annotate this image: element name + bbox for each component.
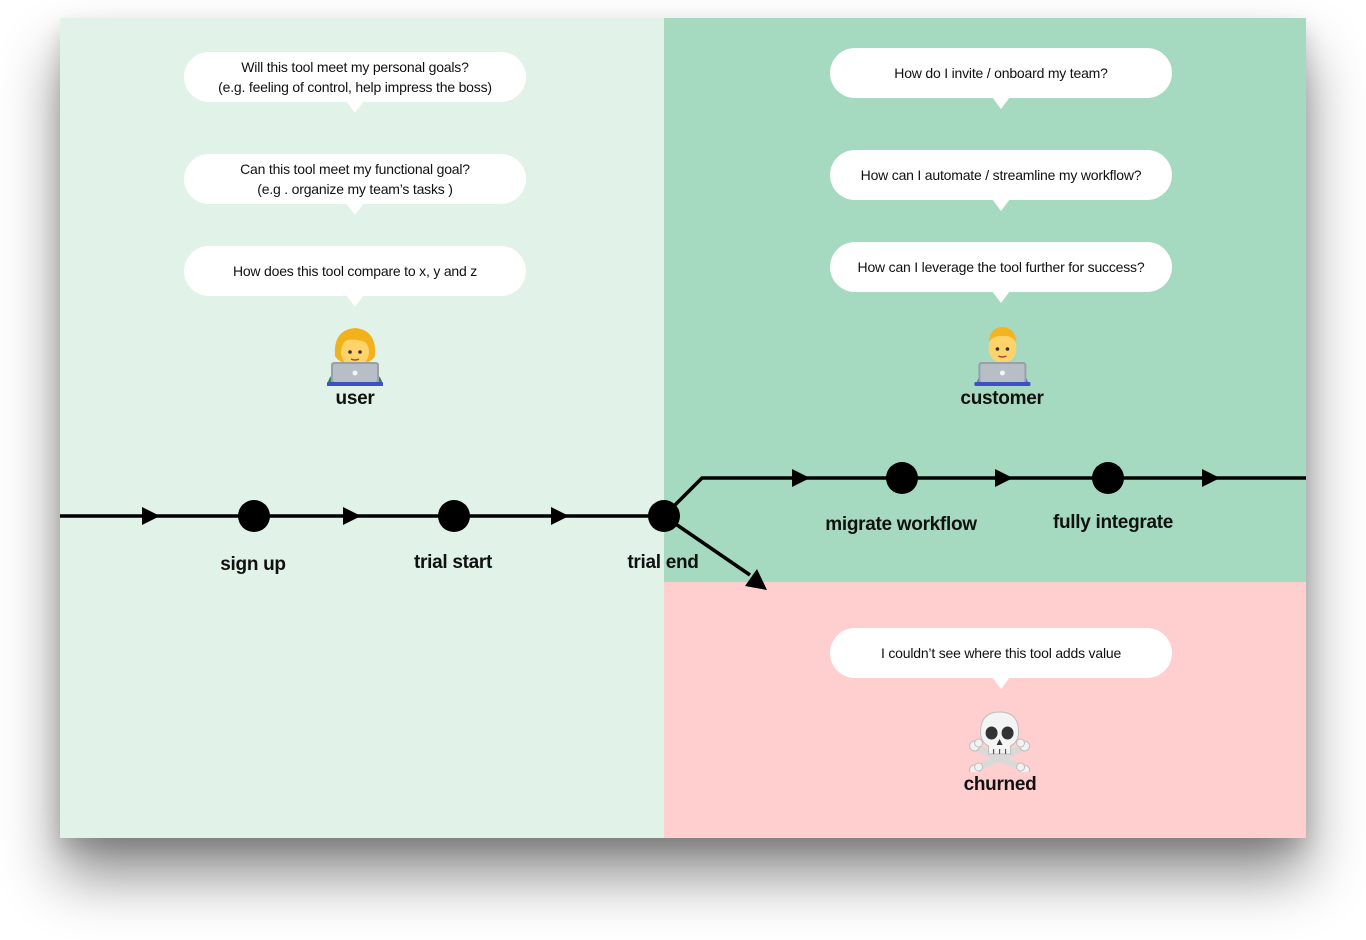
- journey-flow: [60, 462, 1306, 590]
- speech-bubble-compare: How does this tool compare to x, y and z: [184, 246, 526, 307]
- node-trial-start: [438, 500, 470, 532]
- persona-label-churned: churned: [963, 774, 1037, 795]
- bubble-text: How can I leverage the tool further for …: [857, 259, 1145, 275]
- churn-arrowhead: [745, 569, 767, 590]
- arrowhead: [1202, 469, 1220, 487]
- churned-zone: [664, 582, 1306, 838]
- stage-label-trial-end: trial end: [627, 552, 699, 573]
- man-technologist-icon: [973, 327, 1030, 386]
- arrowhead: [995, 469, 1013, 487]
- arrowhead: [792, 469, 810, 487]
- node-fully-integrate: [1092, 462, 1124, 494]
- bubble-text: (e.g. feeling of control, help impress t…: [218, 79, 492, 95]
- node-sign-up: [238, 500, 270, 532]
- speech-bubble-personal-goals: Will this tool meet my personal goals? (…: [184, 52, 526, 113]
- stage-label-sign-up: sign up: [220, 554, 286, 575]
- persona-label-customer: customer: [960, 388, 1044, 409]
- arrowhead: [343, 507, 361, 525]
- stage-label-migrate-workflow: migrate workflow: [825, 514, 977, 535]
- persona-label-user: user: [335, 388, 375, 409]
- bubble-text: Will this tool meet my personal goals?: [241, 59, 469, 75]
- journey-diagram: Will this tool meet my personal goals? (…: [60, 18, 1306, 838]
- bubble-text: How does this tool compare to x, y and z: [232, 263, 478, 279]
- skull-crossbones-icon: [969, 711, 1031, 772]
- bubble-text: (e.g . organize my team’s tasks ): [257, 181, 453, 197]
- node-migrate-workflow: [886, 462, 918, 494]
- speech-bubble-invite: How do I invite / onboard my team?: [830, 48, 1172, 109]
- persona-churned: churned: [964, 710, 1037, 796]
- bubble-text: How do I invite / onboard my team?: [894, 65, 1108, 81]
- persona-user: user: [325, 324, 385, 410]
- node-trial-end: [648, 500, 680, 532]
- speech-bubble-automate: How can I automate / streamline my workf…: [830, 150, 1172, 211]
- customer-path-line: [662, 476, 1306, 518]
- stage-label-fully-integrate: fully integrate: [1052, 512, 1174, 533]
- speech-bubble-leverage: How can I leverage the tool further for …: [830, 242, 1172, 303]
- churn-path-line: [663, 514, 751, 577]
- persona-customer: customer: [960, 324, 1044, 410]
- bubble-text: How can I automate / streamline my workf…: [860, 167, 1142, 183]
- stage-label-trial-start: trial start: [413, 552, 493, 573]
- arrowhead: [142, 507, 160, 525]
- bubble-text: I couldn’t see where this tool adds valu…: [880, 645, 1122, 661]
- woman-technologist-icon: [327, 328, 383, 386]
- arrowhead: [551, 507, 569, 525]
- bubble-text: Can this tool meet my functional goal?: [240, 161, 470, 177]
- customer-zone: [664, 18, 1306, 582]
- speech-bubble-churn-reason: I couldn’t see where this tool adds valu…: [830, 628, 1172, 689]
- speech-bubble-functional-goal: Can this tool meet my functional goal? (…: [184, 154, 526, 215]
